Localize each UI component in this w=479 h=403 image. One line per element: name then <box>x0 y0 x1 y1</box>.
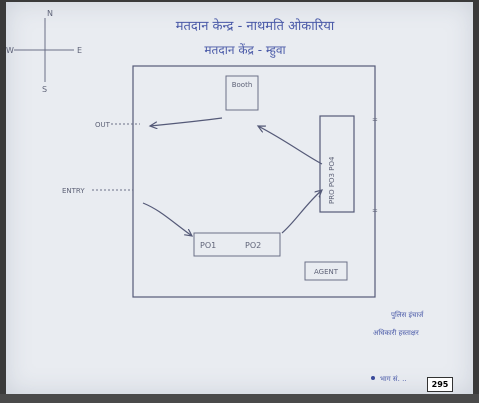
polling-room-outline <box>132 65 376 298</box>
compass-west: W <box>6 46 14 55</box>
polling-officers-box <box>193 232 281 257</box>
signature-line-3: भाग सं. .. <box>380 375 407 383</box>
officer-table-box <box>319 115 355 213</box>
entry-label: ENTRY <box>62 187 85 195</box>
polling-officer-1-label: PO1 <box>200 241 216 250</box>
paper-sheet <box>6 2 473 394</box>
title-line-2: मतदान केंद्र - म्हुवा <box>204 43 286 58</box>
compass-east: E <box>77 46 82 55</box>
title-line-1: मतदान केन्द्र - नाथमति ओकारिया <box>176 18 335 34</box>
scanner-edge <box>0 394 479 403</box>
exit-label: OUT <box>95 121 111 129</box>
to-officer-arrow <box>281 190 322 234</box>
exit-arrow <box>150 117 223 126</box>
page-number-stamp: 295 <box>427 377 453 392</box>
signature-line-2: अधिकारी हस्ताक्षर <box>373 328 419 337</box>
signature-line-1: पुलिस इंचार्ज <box>391 310 424 319</box>
booth-label: Booth <box>232 81 253 89</box>
compass-icon: N S E W <box>6 9 82 94</box>
booth-box <box>225 75 259 111</box>
entry-arrow <box>142 202 192 236</box>
polling-officer-2-label: PO2 <box>245 241 261 250</box>
compass-south: S <box>42 85 47 94</box>
agent-label: AGENT <box>314 268 339 276</box>
bullet-dot <box>371 376 375 380</box>
to-booth-arrow <box>258 126 323 165</box>
compass-north: N <box>47 9 53 18</box>
right-wall-mark-top: = <box>372 116 378 124</box>
officer-table-label: PRO PO3 PO4 <box>328 156 336 204</box>
right-wall-mark-bottom: = <box>372 207 378 215</box>
agent-box <box>304 261 348 281</box>
